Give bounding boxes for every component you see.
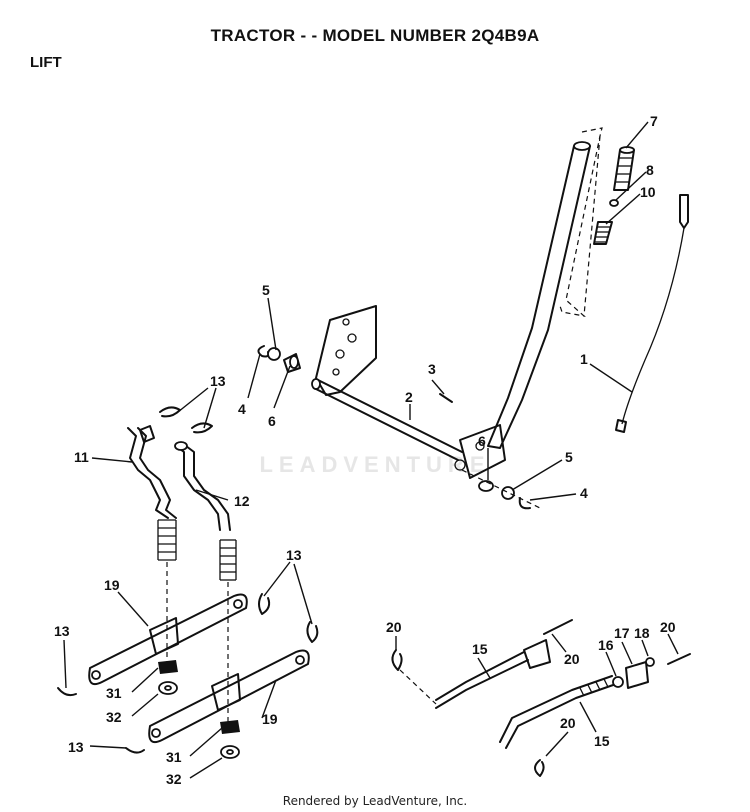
mounting-bracket bbox=[315, 305, 377, 396]
lift-arm-upper bbox=[88, 593, 248, 686]
callout-15: 15 bbox=[594, 733, 610, 749]
hairpin-clips-arms bbox=[57, 593, 319, 754]
footer-credit: Rendered by LeadVenture, Inc. bbox=[282, 794, 468, 808]
adjustment-rod-lower bbox=[499, 675, 617, 749]
callout-19: 19 bbox=[104, 577, 120, 593]
callout-19: 19 bbox=[262, 711, 278, 727]
callout-13: 13 bbox=[210, 373, 226, 389]
handle-grip bbox=[613, 146, 635, 191]
callout-4: 4 bbox=[580, 485, 588, 501]
watermark: LEADVENTURE bbox=[259, 452, 491, 477]
callout-20: 20 bbox=[564, 651, 580, 667]
callout-31: 31 bbox=[166, 749, 182, 765]
nut-18 bbox=[645, 657, 655, 667]
lift-shaft bbox=[311, 378, 463, 461]
callout-20: 20 bbox=[560, 715, 576, 731]
callout-11: 11 bbox=[74, 449, 89, 465]
callout-13: 13 bbox=[54, 623, 70, 639]
callout-16: 16 bbox=[598, 637, 614, 653]
callout-4: 4 bbox=[238, 401, 246, 417]
push-rod bbox=[615, 194, 689, 433]
callout-8: 8 bbox=[646, 162, 654, 178]
lift-link-11 bbox=[127, 425, 177, 664]
nut-31-lower bbox=[220, 720, 240, 734]
callout-32: 32 bbox=[166, 771, 182, 787]
callout-20: 20 bbox=[660, 619, 676, 635]
callout-5: 5 bbox=[565, 449, 573, 465]
section-subtitle: LIFT bbox=[30, 54, 62, 71]
ferrule-nut-16 bbox=[612, 676, 624, 688]
callout-20: 20 bbox=[386, 619, 402, 635]
cotter-pins bbox=[391, 619, 691, 777]
right-shaft-hardware bbox=[461, 469, 541, 510]
hairpin-clips-top bbox=[159, 406, 213, 434]
callout-6: 6 bbox=[268, 413, 276, 429]
leader-lines bbox=[63, 121, 679, 779]
callout-7: 7 bbox=[650, 113, 658, 129]
ferrule-17 bbox=[625, 661, 649, 689]
page-title: TRACTOR - - MODEL NUMBER 2Q4B9A bbox=[210, 26, 540, 45]
callout-2: 2 bbox=[405, 389, 413, 405]
adjustment-rod-upper bbox=[399, 639, 551, 709]
callout-12: 12 bbox=[234, 493, 250, 509]
washer-32-upper bbox=[158, 681, 178, 695]
roll-pin bbox=[439, 393, 453, 403]
callout-labels: 7 8 10 1 5 4 6 3 2 6 5 4 13 11 12 13 19 … bbox=[54, 113, 676, 787]
washer-32-lower bbox=[220, 745, 240, 759]
callout-13: 13 bbox=[68, 739, 84, 755]
callout-32: 32 bbox=[106, 709, 122, 725]
callout-15: 15 bbox=[472, 641, 488, 657]
callout-17: 17 bbox=[614, 625, 630, 641]
callout-5: 5 bbox=[262, 282, 270, 298]
grip-pin bbox=[609, 199, 619, 207]
callout-31: 31 bbox=[106, 685, 122, 701]
callout-1: 1 bbox=[580, 351, 588, 367]
callout-13: 13 bbox=[286, 547, 302, 563]
handle-extension-outline bbox=[559, 127, 603, 317]
left-shaft-hardware bbox=[257, 345, 301, 373]
callout-3: 3 bbox=[428, 361, 436, 377]
handle-spring bbox=[593, 221, 613, 245]
callout-18: 18 bbox=[634, 625, 650, 641]
lift-link-12 bbox=[174, 441, 237, 728]
nut-31-upper bbox=[158, 660, 178, 674]
callout-10: 10 bbox=[640, 184, 656, 200]
callout-6: 6 bbox=[478, 433, 486, 449]
lift-handle bbox=[454, 141, 591, 479]
lift-arm-lower bbox=[148, 649, 310, 744]
